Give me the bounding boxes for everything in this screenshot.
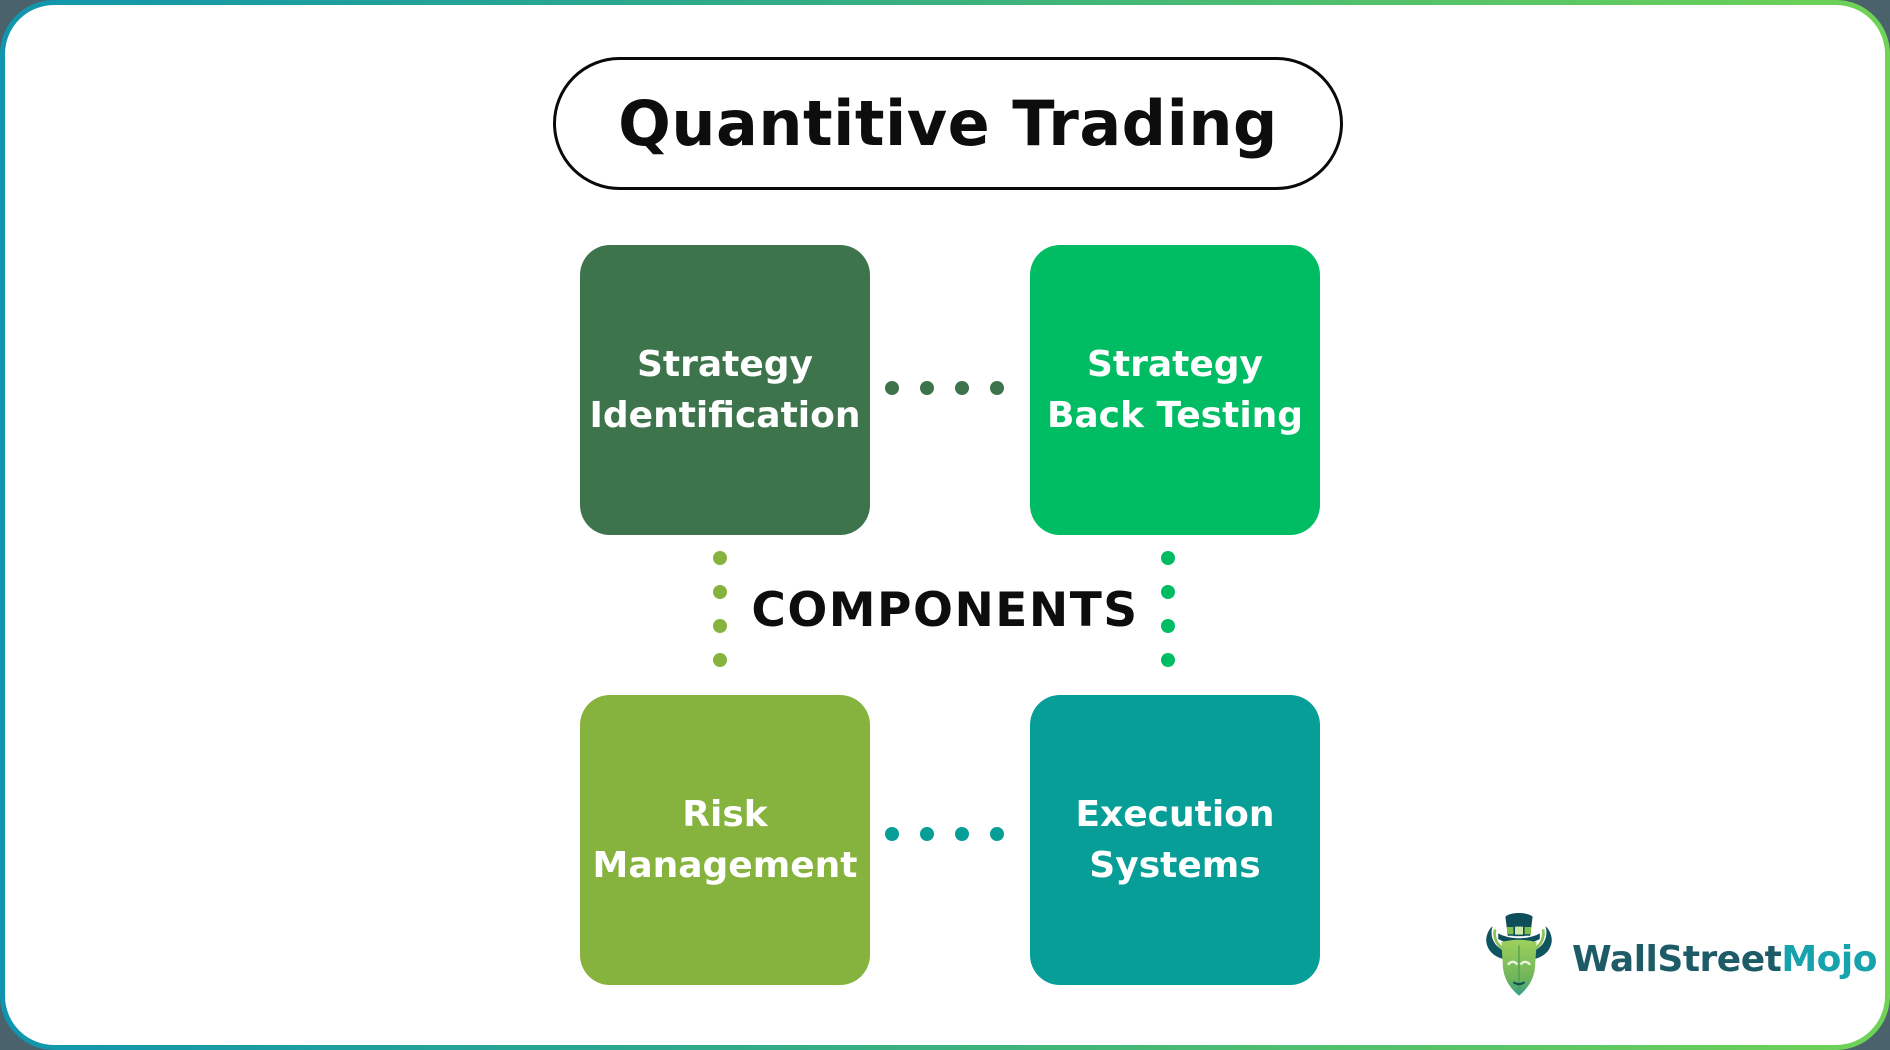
box-risk-management: Risk Management bbox=[580, 695, 870, 985]
dot bbox=[920, 827, 934, 841]
dot bbox=[955, 381, 969, 395]
dot bbox=[1161, 619, 1175, 633]
dot bbox=[920, 381, 934, 395]
dot bbox=[885, 381, 899, 395]
wallstreetmojo-logo: WallStreetMojo bbox=[1478, 905, 1877, 1013]
brand-wallstreet: WallStreet bbox=[1572, 938, 1782, 980]
dot bbox=[713, 551, 727, 565]
box-label-line: Execution bbox=[1075, 793, 1275, 835]
dot bbox=[1161, 551, 1175, 565]
dot bbox=[885, 827, 899, 841]
dot bbox=[990, 381, 1004, 395]
connector-dots-right bbox=[1161, 551, 1175, 667]
page-title: Quantitive Trading bbox=[618, 87, 1278, 160]
box-label-line: Strategy bbox=[1086, 343, 1264, 385]
connector-dots-left bbox=[713, 551, 727, 667]
connector-dots-top bbox=[885, 381, 1004, 395]
components-label: COMPONENTS bbox=[751, 583, 1139, 638]
box-label-line: Back Testing bbox=[1046, 395, 1304, 436]
box-strategy-back-testing: Strategy Back Testing bbox=[1030, 245, 1320, 535]
brand-mojo: Mojo bbox=[1781, 938, 1877, 980]
title-pill: Quantitive Trading bbox=[553, 57, 1343, 190]
box-strategy-identification: Strategy Identification bbox=[580, 245, 870, 535]
box-label-line: Systems bbox=[1089, 845, 1261, 886]
dot bbox=[990, 827, 1004, 841]
dot bbox=[713, 585, 727, 599]
box-label-line: Management bbox=[592, 845, 858, 886]
box-execution-systems: Execution Systems bbox=[1030, 695, 1320, 985]
dot bbox=[1161, 585, 1175, 599]
box-label-line: Strategy bbox=[636, 343, 814, 385]
dot bbox=[713, 619, 727, 633]
brand-wordmark: WallStreetMojo bbox=[1572, 939, 1877, 980]
connector-dots-bottom bbox=[885, 827, 1004, 841]
box-label-line: Identification bbox=[589, 395, 861, 436]
dot bbox=[1161, 653, 1175, 667]
dot bbox=[713, 653, 727, 667]
box-label-line: Risk bbox=[682, 793, 768, 835]
bull-tophat-icon bbox=[1478, 907, 1560, 1011]
dot bbox=[955, 827, 969, 841]
